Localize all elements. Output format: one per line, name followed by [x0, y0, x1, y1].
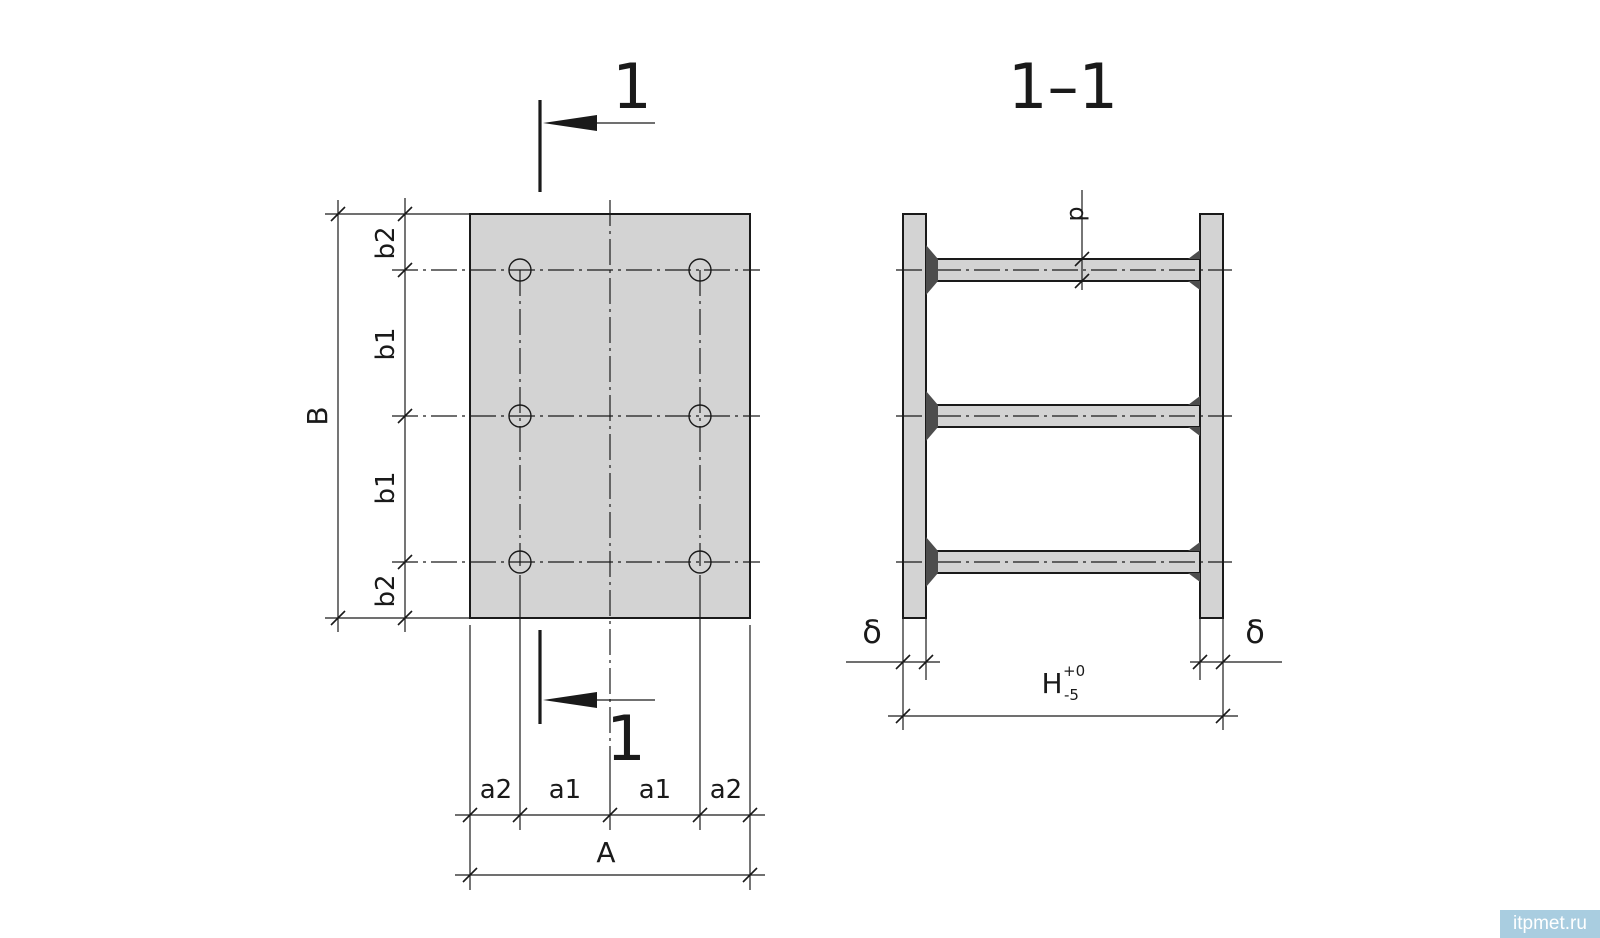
dim-label-b2-top: b2 [371, 226, 401, 259]
height-dimensions [325, 198, 470, 632]
dim-label-b1-upper: b1 [371, 327, 401, 360]
anchor-bar [896, 245, 1232, 295]
dim-label-A: A [596, 836, 615, 869]
section-mark-bottom: 1 [606, 702, 645, 775]
anchor-holes [508, 258, 712, 574]
dim-label-a2-left: a2 [480, 775, 512, 805]
section-title: 1–1 [1008, 50, 1118, 123]
width-dimensions [455, 575, 765, 890]
plate-centerlines [392, 200, 760, 760]
dim-label-delta-left: δ [862, 613, 882, 651]
dim-label-d: d [1064, 206, 1092, 221]
watermark: itpmet.ru [1500, 910, 1600, 938]
anchor-bar [896, 537, 1232, 587]
dim-label-a2-right: a2 [710, 775, 742, 805]
dim-label-delta-right: δ [1245, 613, 1265, 651]
tolerance-lower: -5 [1064, 686, 1079, 704]
section-mark-top: 1 [612, 50, 651, 123]
dim-label-H: H [1041, 667, 1062, 700]
dim-label-b2-bottom: b2 [371, 574, 401, 607]
dim-label-B: B [301, 406, 334, 425]
section-cut-bottom [538, 630, 655, 724]
anchor-hole [688, 404, 712, 428]
tolerance-upper: +0 [1063, 662, 1085, 680]
anchor-hole [508, 550, 532, 574]
thickness-dimensions [846, 618, 1282, 730]
dim-label-a1-left: a1 [549, 775, 581, 805]
anchor-hole [688, 550, 712, 574]
section-cut-top [538, 100, 655, 192]
anchor-hole [508, 404, 532, 428]
anchor-hole [688, 258, 712, 282]
anchor-hole [508, 258, 532, 282]
dim-label-a1-right: a1 [639, 775, 671, 805]
dim-label-b1-lower: b1 [371, 471, 401, 504]
anchor-bar [896, 391, 1232, 441]
diameter-dimension [1074, 190, 1090, 290]
